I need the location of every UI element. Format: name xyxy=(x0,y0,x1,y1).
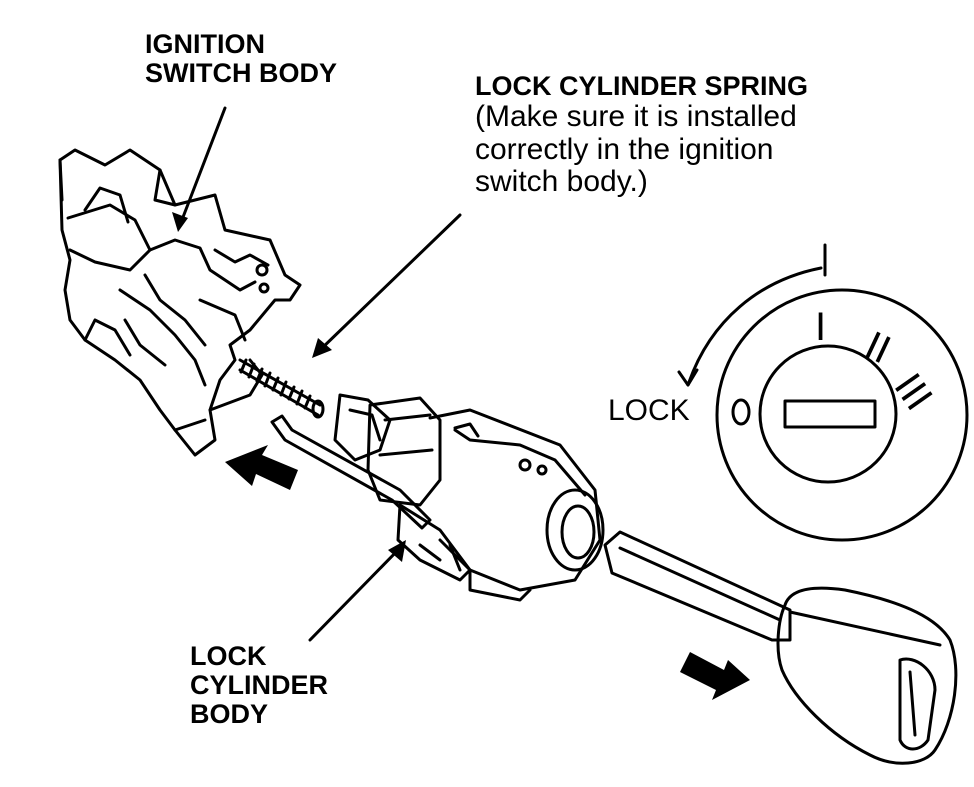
dial-position-i: I xyxy=(815,305,826,349)
label-lock-cylinder-body: LOCK CYLINDER BODY xyxy=(190,641,329,730)
leader-arrowhead-switch xyxy=(172,212,188,232)
label-spring-note-1: (Make sure it is installed xyxy=(475,100,797,134)
label-lock-cylinder-spring-title: LOCK CYLINDER SPRING xyxy=(475,71,809,101)
removal-direction-arrow xyxy=(680,652,750,700)
leader-lines xyxy=(178,106,462,642)
label-lock-cylinder-spring: LOCK CYLINDER SPRING (Make sure it is in… xyxy=(475,71,809,198)
insert-direction-arrow xyxy=(225,445,298,490)
key-position-dial xyxy=(677,243,969,542)
ignition-key xyxy=(603,530,958,765)
label-spring-note-3: switch body.) xyxy=(475,164,648,198)
dial-position-iii: III xyxy=(886,366,941,419)
dial-position-0: 0 xyxy=(741,419,742,421)
label-spring-note-2: correctly in the ignition xyxy=(475,132,774,166)
dial-position-ii: II xyxy=(858,323,897,372)
leader-arrowhead-body xyxy=(388,540,406,562)
lock-cylinder-body xyxy=(270,393,605,602)
label-lock-position: LOCK xyxy=(608,394,690,427)
ignition-switch-body xyxy=(58,148,302,457)
label-ignition-switch-body: IGNITION SWITCH BODY xyxy=(145,29,337,89)
leader-arrowhead-spring xyxy=(312,338,332,358)
lock-cylinder-spring xyxy=(238,358,325,419)
